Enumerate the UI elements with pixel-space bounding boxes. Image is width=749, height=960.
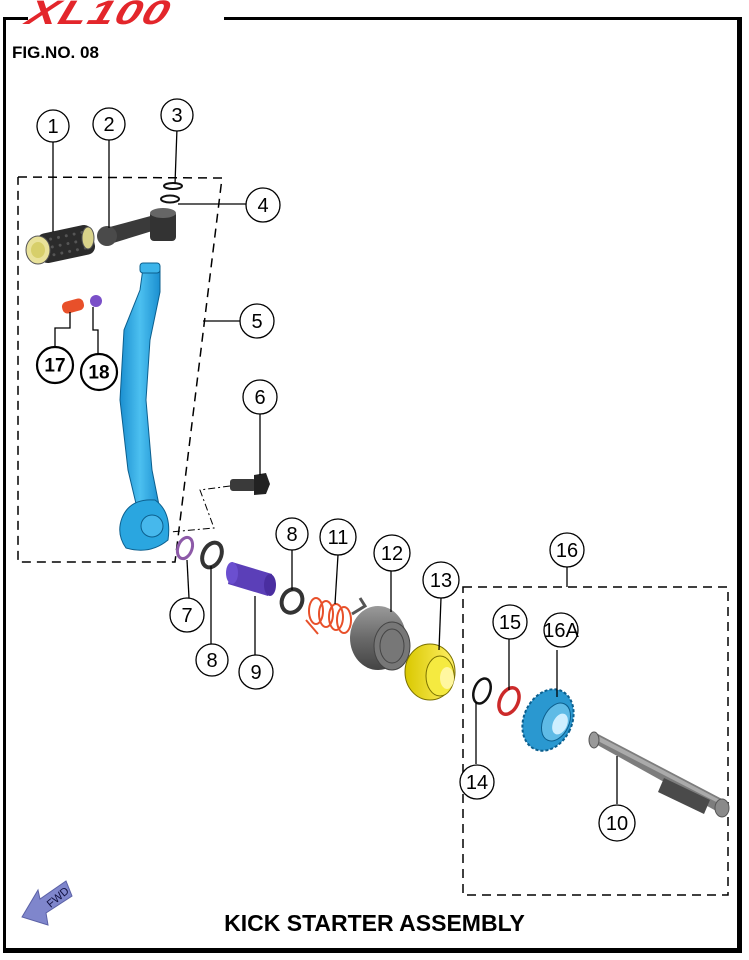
part-kick-lever xyxy=(119,262,170,551)
part-kick-rubber xyxy=(25,224,96,265)
callout-11: 11 xyxy=(319,518,357,556)
svg-text:1: 1 xyxy=(47,116,58,138)
callout-17: 17 xyxy=(35,345,75,385)
part-circlip-3 xyxy=(163,182,183,190)
svg-text:15: 15 xyxy=(499,612,521,634)
callout-18: 18 xyxy=(79,352,119,392)
callout-9: 9 xyxy=(238,654,274,690)
part-ratchet-13 xyxy=(404,643,456,701)
svg-text:8: 8 xyxy=(206,650,217,672)
svg-text:4: 4 xyxy=(257,195,268,217)
part-pin-17 xyxy=(61,298,85,314)
svg-text:7: 7 xyxy=(181,605,192,627)
part-bolt-6 xyxy=(230,473,270,495)
figure-number: FIG.NO. 08 xyxy=(12,43,99,62)
logo-background xyxy=(28,0,224,24)
diagram-title: KICK STARTER ASSEMBLY xyxy=(224,910,525,936)
part-gear-16a xyxy=(521,688,575,752)
svg-text:5: 5 xyxy=(251,311,262,333)
diagram-frame xyxy=(3,17,742,953)
svg-text:13: 13 xyxy=(430,570,452,592)
callout-10: 10 xyxy=(598,804,636,842)
part-spring-11 xyxy=(305,597,352,635)
callout-8-lower: 8 xyxy=(195,643,229,677)
leader-lines xyxy=(52,127,618,804)
callout-5: 5 xyxy=(239,303,275,339)
part-circlip-14 xyxy=(472,677,492,705)
bolt-axis-line xyxy=(169,485,231,533)
callout-13: 13 xyxy=(422,561,460,599)
part-circlip-7 xyxy=(175,535,195,561)
callout-4: 4 xyxy=(245,187,281,223)
svg-text:11: 11 xyxy=(328,527,349,549)
svg-text:14: 14 xyxy=(466,772,488,794)
svg-text:6: 6 xyxy=(254,387,265,409)
part-ball-18 xyxy=(90,295,102,307)
callout-14: 14 xyxy=(459,764,495,800)
svg-text:18: 18 xyxy=(88,363,109,384)
part-washer-8b xyxy=(279,587,305,615)
svg-text:9: 9 xyxy=(250,662,261,684)
callout-16: 16 xyxy=(549,532,585,568)
part-kick-pedal-arm xyxy=(97,208,176,246)
group-box-spindle xyxy=(462,586,729,896)
callout-1: 1 xyxy=(36,109,70,143)
svg-text:2: 2 xyxy=(103,114,114,136)
callout-7: 7 xyxy=(169,597,205,633)
svg-text:10: 10 xyxy=(606,813,628,835)
callout-15: 15 xyxy=(492,604,528,640)
group-box-kick-lever xyxy=(17,176,223,563)
part-washer-4 xyxy=(160,194,180,204)
svg-text:8: 8 xyxy=(286,524,297,546)
callout-6: 6 xyxy=(242,379,278,415)
svg-text:3: 3 xyxy=(171,105,182,127)
callout-16a: 16A xyxy=(543,612,579,648)
svg-text:16A: 16A xyxy=(543,620,579,642)
svg-text:17: 17 xyxy=(44,356,65,377)
callout-3: 3 xyxy=(160,98,194,132)
callout-12: 12 xyxy=(373,534,411,572)
svg-text:16: 16 xyxy=(556,540,578,562)
callout-2: 2 xyxy=(92,107,126,141)
svg-text:12: 12 xyxy=(381,543,403,565)
part-kick-spring-12 xyxy=(350,597,411,671)
part-spindle-10 xyxy=(588,731,730,818)
part-washer-8a xyxy=(200,540,224,570)
part-washer-15 xyxy=(497,686,521,716)
callout-8-upper: 8 xyxy=(275,517,309,551)
part-collar-9 xyxy=(226,562,276,596)
